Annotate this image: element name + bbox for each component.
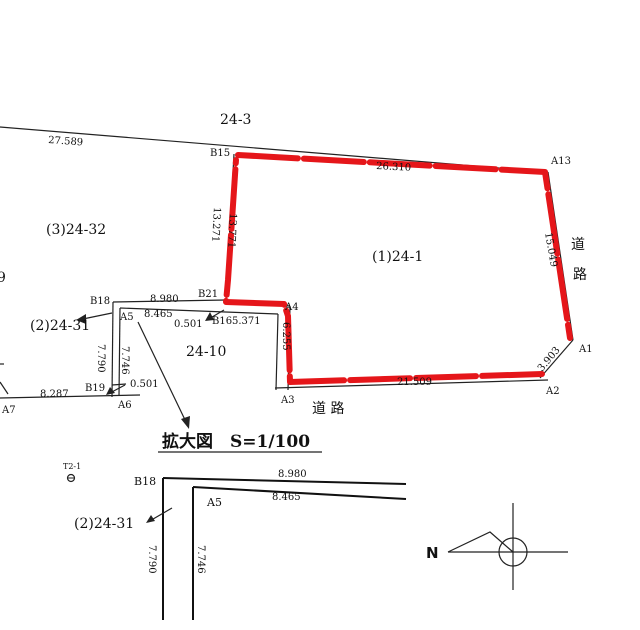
- north-arrow-circle: [498, 537, 528, 567]
- point-A7: A7: [1, 405, 16, 416]
- arrowhead-0501: [106, 387, 115, 395]
- point-B16: B16: [212, 316, 232, 327]
- lot-24-10-top-line: [112, 299, 227, 303]
- point-B19: B19: [85, 383, 105, 394]
- lot-label-24-1: (1)24-1: [372, 249, 423, 265]
- arrowhead-b16: [205, 312, 214, 321]
- enlarged-top-line-2: [192, 486, 407, 500]
- lot-24-10-top-line-2: [119, 307, 279, 315]
- enlarged-dim-8-980: 8.980: [278, 469, 307, 480]
- point-A5: A5: [119, 312, 134, 323]
- dim-3-903: 3.903: [536, 345, 563, 374]
- enlarged-top-line-1: [162, 477, 407, 485]
- enlarged-dim-7-790: 7.790: [146, 545, 157, 574]
- enlarged-lot-24-31: (2)24-31: [74, 516, 134, 532]
- point-B21: B21: [198, 289, 218, 300]
- road-label-bottom: 道 路: [312, 401, 344, 417]
- road-label-right-2: 路: [573, 267, 587, 283]
- dim-21-509: 21.509: [397, 377, 432, 388]
- lot-24-10-right-line: [275, 313, 279, 391]
- point-A1: A1: [578, 344, 593, 355]
- enlarged-view-title: 拡大図 S=1/100: [162, 431, 310, 452]
- north-arrow-icon: N: [426, 503, 568, 590]
- point-A2: A2: [545, 386, 560, 397]
- dim-5-371: 5.371: [232, 316, 261, 327]
- dim-8-465: 8.465: [144, 309, 173, 320]
- dim-8-287: 8.287: [40, 389, 69, 400]
- enlarged-view: 拡大図 S=1/100 B18 A5 (2)24-31 8.980 8.465 …: [74, 431, 407, 620]
- dimension-labels: 27.589 26.310 15.049 3.903 21.509 6.255 …: [40, 135, 563, 400]
- lot-label-24-10: 24-10: [186, 344, 226, 360]
- dim-7-790: 7.790: [95, 344, 106, 373]
- boundary-line-bottom-left: [0, 394, 141, 399]
- arrowhead-24-31: [76, 314, 86, 324]
- lot-24-31-right-line: [118, 307, 121, 397]
- red-boundary-outline: [223, 152, 573, 385]
- dim-0-501-bottom: 0.501: [130, 379, 159, 390]
- dim-26-310: 26.310: [376, 161, 412, 174]
- lot-24-31-left-line: [111, 301, 114, 398]
- subject-parcel-boundary: [223, 152, 573, 385]
- dim-8-980: 8.980: [150, 294, 179, 305]
- point-A13: A13: [550, 156, 571, 167]
- lot-label-partial-9: 9: [0, 270, 6, 286]
- dim-0-501-top: 0.501: [174, 319, 203, 330]
- enlarged-dim-7-746: 7.746: [195, 545, 206, 574]
- lot-label-24-3: 24-3: [220, 112, 251, 128]
- point-B18: B18: [90, 296, 110, 307]
- lot-label-24-31: (2)24-31: [30, 318, 90, 334]
- dim-13-771: 13.771: [225, 213, 238, 249]
- point-T2-1: T2-1: [63, 462, 81, 471]
- dim-13-271: 13.271: [209, 207, 222, 243]
- enlarged-point-B18: B18: [134, 475, 156, 488]
- dim-7-746: 7.746: [119, 346, 130, 375]
- north-arrow-pointer: [447, 531, 514, 553]
- point-B15: B15: [210, 148, 230, 159]
- point-A6: A6: [117, 400, 132, 411]
- dim-27-589: 27.589: [48, 135, 84, 148]
- enlarged-dim-8-465: 8.465: [272, 492, 301, 503]
- small-offset-line: [111, 383, 127, 386]
- north-label: N: [426, 544, 439, 562]
- tick-left-2: [0, 381, 9, 395]
- boundary-line-corner: [539, 339, 574, 379]
- dim-6-255: 6.255: [280, 322, 291, 351]
- point-A4: A4: [284, 302, 299, 313]
- lot-label-24-32: (3)24-32: [46, 222, 106, 238]
- leader-arrow-enlarged: [137, 321, 188, 425]
- road-line-bottom: [274, 379, 549, 389]
- arrowhead-enlarged: [181, 416, 190, 429]
- point-A3: A3: [280, 395, 295, 406]
- enlarged-leader-arrowhead: [146, 515, 155, 523]
- road-label-right-1: 道: [571, 237, 585, 253]
- point-labels: B15 A13 A1 A2 A3 A4 B16 B21 B18 A5 B19 A…: [1, 148, 593, 471]
- enlarged-point-A5: A5: [206, 496, 222, 509]
